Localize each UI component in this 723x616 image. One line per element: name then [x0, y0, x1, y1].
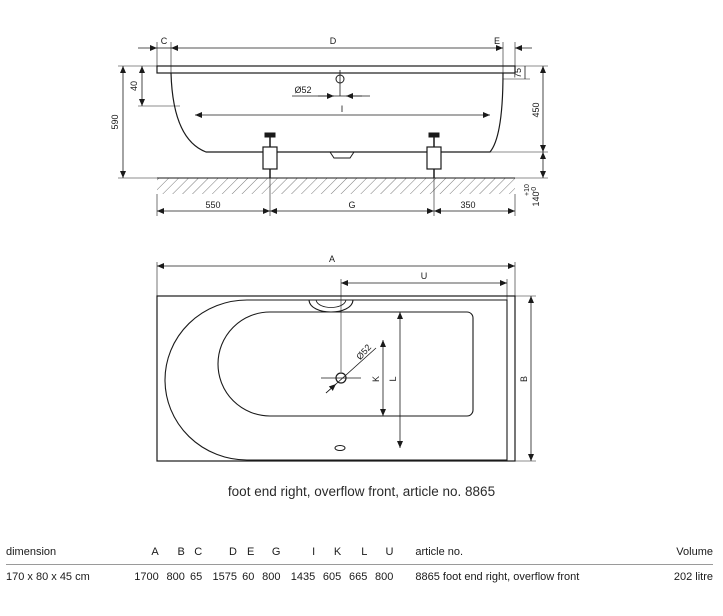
label-b: B [519, 376, 529, 382]
cell-b: 800 [166, 571, 185, 583]
label-u: U [421, 271, 428, 281]
label-c: C [161, 36, 168, 46]
header-u: U [367, 540, 394, 565]
tub-inner-rim [164, 299, 508, 461]
label-k: K [371, 376, 381, 382]
cell-dimension: 170 x 80 x 45 cm [6, 571, 90, 583]
label-450: 450 [531, 102, 541, 117]
label-e: E [494, 36, 500, 46]
foot-right [426, 132, 442, 178]
label-g: G [348, 200, 355, 210]
side-view-labels: C D E 550 G 350 I Ø52 40 590 75 450 140 … [110, 36, 541, 210]
header-d: D [202, 540, 237, 565]
foot-left [262, 132, 278, 178]
header-c: C [184, 540, 203, 565]
label-140: 140 [531, 191, 541, 206]
label-overflow-diameter: Ø52 [294, 85, 311, 95]
plan-view [156, 262, 536, 462]
header-l: L [341, 540, 368, 565]
header-g: G [254, 540, 281, 565]
dimensions-table: dimension A B C D E G I K L U article no… [6, 540, 713, 589]
cell-e: 60 [242, 571, 255, 583]
header-a: A [124, 540, 159, 565]
label-tol-minus: -0 [531, 187, 538, 193]
label-i: I [341, 104, 344, 114]
side-view [118, 42, 548, 216]
tub-rim [156, 65, 516, 74]
overflow-notch [308, 299, 354, 313]
label-d: D [330, 36, 337, 46]
tub-body [170, 72, 504, 153]
header-e: E [236, 540, 255, 565]
cell-i: 1435 [290, 571, 316, 583]
cell-g: 800 [262, 571, 281, 583]
label-a: A [329, 254, 335, 264]
table-row: 170 x 80 x 45 cm 1700 800 65 1575 60 800… [6, 565, 713, 590]
label-590: 590 [110, 114, 120, 129]
header-b: B [158, 540, 185, 565]
table-header-row: dimension A B C D E G I K L U article no… [6, 540, 713, 565]
cell-u: 800 [375, 571, 394, 583]
tub-drain-bump [329, 151, 355, 159]
label-550: 550 [205, 200, 220, 210]
floor-hatch [157, 178, 515, 194]
label-75: 75 [513, 68, 523, 78]
technical-drawing: C D E 550 G 350 I Ø52 40 590 75 450 140 … [110, 36, 548, 462]
cell-d: 1575 [212, 571, 237, 583]
header-k: K [315, 540, 342, 565]
cell-a: 1700 [134, 571, 159, 583]
header-dimension: dimension [6, 540, 124, 565]
label-l: L [388, 376, 398, 381]
label-tol-plus: +10 [524, 184, 531, 196]
overflow-front-marker [334, 445, 346, 451]
tub-basin [217, 311, 474, 417]
header-i: I [280, 540, 316, 565]
cell-volume: 202 litre [673, 571, 713, 583]
label-drain-diameter: Ø52 [354, 342, 373, 361]
cell-c: 65 [189, 571, 203, 583]
drawing-caption: foot end right, overflow front, article … [227, 484, 496, 499]
header-volume: Volume [657, 540, 713, 565]
label-40: 40 [129, 81, 139, 91]
label-350: 350 [460, 200, 475, 210]
cell-article: 8865 foot end right, overflow front [415, 571, 580, 583]
cell-l: 665 [348, 571, 368, 583]
cell-k: 605 [322, 571, 342, 583]
tub-outline [156, 295, 516, 462]
header-article: article no. [393, 540, 658, 565]
